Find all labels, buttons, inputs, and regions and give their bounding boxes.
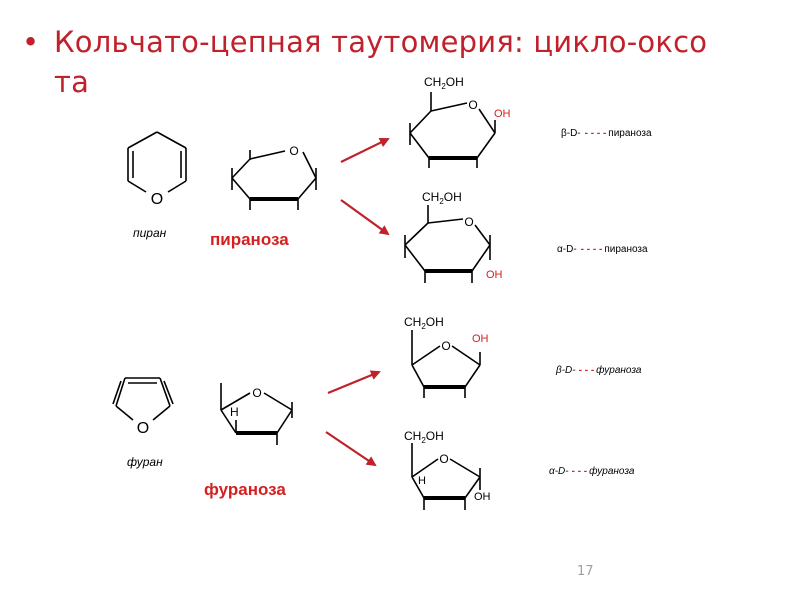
alpha-furanose-oxygen: O — [439, 452, 448, 466]
alpha-furanose-ch2oh: CH2OH — [404, 429, 444, 445]
alpha-furanose-name: α-D-- - -фураноза — [549, 465, 635, 477]
pyran-structure — [127, 131, 187, 193]
alpha-furanose-structure — [411, 443, 481, 510]
title-line-2: та — [54, 65, 90, 99]
beta-furanose-ch2oh: CH2OH — [404, 315, 444, 331]
alpha-pyranose-name: α-D-- - - -пираноза — [557, 244, 648, 255]
furan-oxygen: O — [137, 420, 149, 437]
pyran-oxygen: O — [151, 191, 163, 208]
pyran-label: пиран — [133, 226, 167, 240]
beta-furanose-structure — [411, 330, 481, 398]
furanose-h: H — [230, 405, 239, 419]
arrows — [325, 138, 390, 467]
alpha-furanose-h: H — [418, 475, 426, 487]
furanose-ring — [220, 383, 293, 445]
arrow-to-beta-pyranose — [340, 138, 390, 163]
furanose-oxygen: O — [252, 386, 261, 400]
beta-furanose-name: β-D-- - -фураноза — [555, 364, 642, 376]
bullet-icon: • — [22, 25, 40, 59]
page-number: 17 — [577, 564, 594, 579]
alpha-furanose-oh: OH — [474, 491, 491, 503]
alpha-pyranose-structure — [404, 205, 491, 283]
arrow-to-beta-furanose — [327, 370, 381, 395]
beta-pyranose-oh: OH — [494, 108, 511, 120]
alpha-pyranose-oxygen: O — [464, 215, 473, 229]
arrow-to-alpha-pyranose — [340, 199, 390, 236]
alpha-pyranose-ch2oh: CH2OH — [422, 190, 462, 206]
beta-pyranose-ch2oh: CH2OH — [424, 75, 464, 91]
slide-title: •Кольчато-цепная таутомерия: цикло-оксо … — [22, 22, 782, 102]
pyranose-chair — [231, 150, 317, 210]
alpha-pyranose-oh: OH — [486, 269, 503, 281]
beta-pyranose-oxygen: O — [468, 98, 477, 112]
title-line-1: Кольчато-цепная таутомерия: цикло-оксо — [54, 25, 708, 59]
beta-pyranose-structure — [409, 92, 496, 168]
furanose-label: фураноза — [204, 480, 286, 499]
furan-label: фуран — [127, 455, 163, 469]
furan-structure — [112, 377, 174, 421]
beta-pyranose-name: β-D-- - - -пираноза — [561, 128, 652, 139]
pyranose-label: пираноза — [210, 230, 289, 249]
beta-furanose-oxygen: O — [441, 339, 450, 353]
beta-furanose-oh: OH — [472, 333, 489, 345]
pyranose-oxygen: O — [289, 144, 298, 158]
arrow-to-alpha-furanose — [325, 431, 377, 467]
